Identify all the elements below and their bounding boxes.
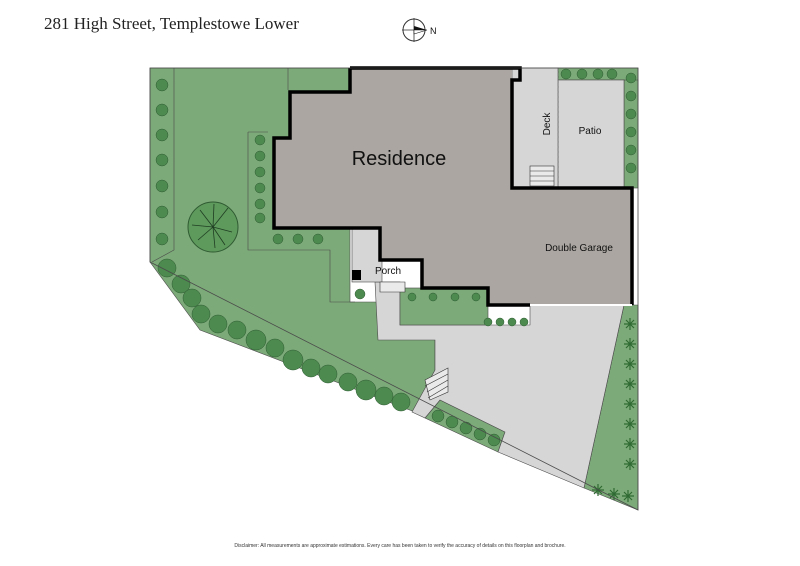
label-residence: Residence — [352, 148, 447, 170]
compass-label: N — [430, 26, 437, 36]
label-patio: Patio — [579, 126, 602, 137]
label-deck: Deck — [542, 112, 553, 136]
property-address: 281 High Street, Templestowe Lower — [44, 14, 299, 33]
shrubs — [155, 68, 637, 447]
patio-paving — [557, 79, 625, 189]
compass-north-icon: N — [402, 18, 437, 42]
garden-edges — [151, 68, 355, 303]
residence-walls-west — [272, 68, 530, 307]
label-double-garage: Double Garage — [545, 243, 613, 254]
residence-floor — [274, 68, 632, 305]
disclaimer-text: Disclaimer: All measurements are approxi… — [234, 543, 566, 549]
label-porch: Porch — [375, 266, 401, 277]
porch-step — [379, 281, 406, 293]
tree-icon — [187, 201, 239, 253]
paving-areas — [351, 67, 625, 489]
site-boundary — [149, 67, 639, 511]
front-steps — [424, 367, 449, 401]
porch-pillar — [352, 270, 361, 280]
steps — [379, 165, 555, 401]
